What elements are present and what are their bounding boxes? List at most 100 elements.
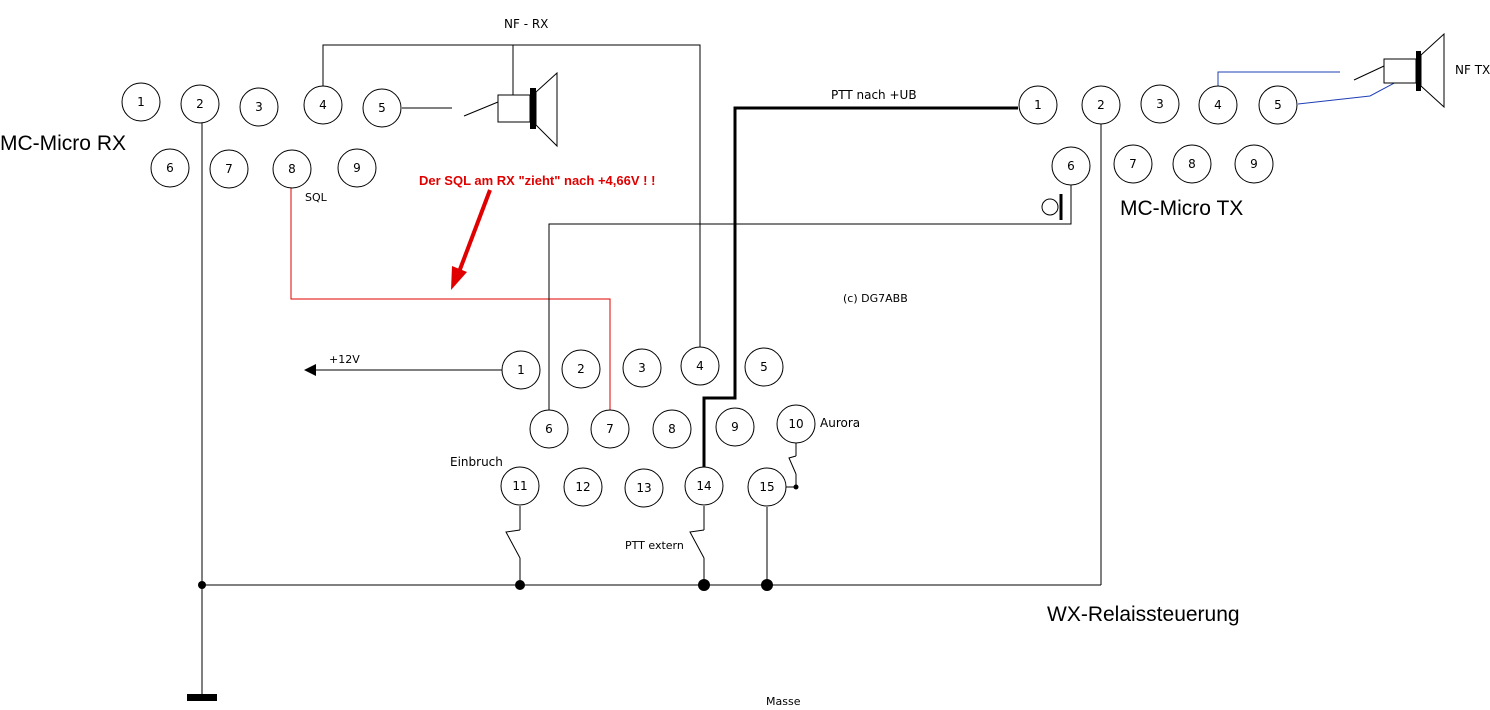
svg-text:12: 12 [575, 480, 590, 494]
tx-pin: 1 [1018, 85, 1058, 125]
svg-text:5: 5 [760, 360, 768, 374]
svg-text:15: 15 [759, 480, 774, 494]
svg-text:4: 4 [696, 359, 704, 373]
svg-text:9: 9 [731, 420, 739, 434]
svg-text:8: 8 [288, 162, 296, 176]
ptt-ub-label: PTT nach +UB [831, 88, 917, 102]
svg-text:4: 4 [1214, 98, 1222, 112]
svg-text:9: 9 [1250, 157, 1258, 171]
relay-pin: 8 [652, 409, 692, 449]
wires [201, 44, 1401, 694]
svg-text:2: 2 [196, 97, 204, 111]
rx-switch-blade [463, 101, 499, 117]
relay-pin: 2 [561, 349, 601, 389]
rx-pin: 4 [303, 85, 343, 125]
ptt-wire [702, 106, 1018, 468]
svg-text:2: 2 [577, 362, 585, 376]
svg-text:5: 5 [1274, 98, 1282, 112]
relay-pin: 12 [563, 467, 603, 507]
svg-text:2: 2 [1097, 98, 1105, 112]
svg-text:1: 1 [517, 363, 525, 377]
nf-tx-label: NF TX [1455, 63, 1490, 77]
svg-text:6: 6 [1067, 159, 1075, 173]
rx-connector-title: MC-Micro RX [0, 132, 126, 155]
tx-pin: 6 [1051, 146, 1091, 186]
relay-pin: 11 [500, 466, 540, 506]
tx-pin: 2 [1081, 85, 1121, 125]
rx-pin: 5 [362, 88, 402, 128]
tx-pin: 7 [1113, 144, 1153, 184]
rx-pin: 1 [121, 82, 161, 122]
nf-tx-wire-1 [1217, 71, 1340, 86]
junction-dot [515, 580, 525, 590]
nf-tx-wire-2 [1297, 79, 1401, 105]
tx-pin: 3 [1140, 84, 1180, 124]
rx-pin: 2 [180, 84, 220, 124]
relay-control-title: WX-Relaissteuerung [1047, 603, 1240, 626]
rx-pin: 6 [150, 148, 190, 188]
sql-wire [290, 186, 611, 410]
relay-pin: 9 [715, 407, 755, 447]
svg-text:1: 1 [1034, 98, 1042, 112]
nf-rx-wire [322, 44, 701, 348]
ptt-extern-label: PTT extern [625, 539, 684, 552]
tx-switch-blade [1353, 65, 1385, 81]
svg-text:10: 10 [788, 417, 803, 431]
ptt-extern-switch-icon [689, 529, 705, 559]
relay-pin: 13 [624, 468, 664, 508]
tx-pin: 4 [1198, 85, 1238, 125]
tx-pin: 5 [1258, 85, 1298, 125]
svg-text:13: 13 [636, 481, 651, 495]
sql-note: Der SQL am RX "zieht" nach +4,66V ! ! [419, 173, 655, 188]
tx-pin: 8 [1172, 144, 1212, 184]
svg-text:14: 14 [696, 479, 711, 493]
svg-text:3: 3 [255, 100, 263, 114]
junction-dot [698, 579, 710, 591]
ground-icon [187, 694, 217, 701]
rx-speaker-icon [497, 71, 558, 148]
junction-dot [793, 484, 799, 490]
aurora-switch-icon [788, 455, 797, 475]
rx-pin: 7 [209, 149, 249, 189]
svg-text:1: 1 [137, 95, 145, 109]
svg-text:5: 5 [378, 101, 386, 115]
switches [505, 455, 797, 559]
copyright-label: (c) DG7ABB [843, 292, 908, 305]
nf-rx-label: NF - RX [504, 17, 548, 31]
microphone-icon [1041, 194, 1063, 220]
relay-pin: 15 [747, 467, 787, 507]
svg-text:7: 7 [225, 162, 233, 176]
relay-pin: 7 [590, 409, 630, 449]
svg-text:3: 3 [638, 361, 646, 375]
plus12v-label: +12V [329, 353, 360, 366]
einbruch-label: Einbruch [450, 455, 503, 469]
relay-pin: 1 [501, 350, 541, 390]
aurora-label: Aurora [820, 416, 860, 430]
tx-pin: 9 [1234, 144, 1274, 184]
tx-connector-pins: 1 2 3 4 5 6 7 8 9 [1018, 84, 1298, 186]
relay-pin: 6 [529, 409, 569, 449]
relay-pin: 4 [680, 346, 720, 386]
svg-text:7: 7 [606, 422, 614, 436]
svg-text:7: 7 [1129, 157, 1137, 171]
tx-connector-title: MC-Micro TX [1120, 197, 1243, 220]
plus12v-arrow-icon [304, 364, 316, 376]
junctions [198, 484, 799, 591]
junction-dot [198, 581, 206, 589]
einbruch-switch-icon [505, 529, 521, 559]
svg-text:8: 8 [1188, 157, 1196, 171]
relay-pin: 3 [622, 348, 662, 388]
svg-text:6: 6 [545, 422, 553, 436]
sql-label: SQL [305, 191, 328, 204]
relay-connector-pins: 1 2 3 4 5 6 7 8 9 10 11 12 13 14 15 [500, 346, 816, 508]
rx-connector-pins: 1 2 3 4 5 6 7 8 9 [121, 82, 402, 189]
svg-text:6: 6 [166, 161, 174, 175]
masse-label: Masse [766, 695, 801, 708]
relay-pin: 5 [744, 347, 784, 387]
relay-pin: 14 [684, 466, 724, 506]
svg-text:9: 9 [353, 161, 361, 175]
labels: MC-Micro RX MC-Micro TX WX-Relaissteueru… [0, 17, 1490, 708]
svg-text:4: 4 [319, 98, 327, 112]
rx-pin: 3 [239, 87, 279, 127]
